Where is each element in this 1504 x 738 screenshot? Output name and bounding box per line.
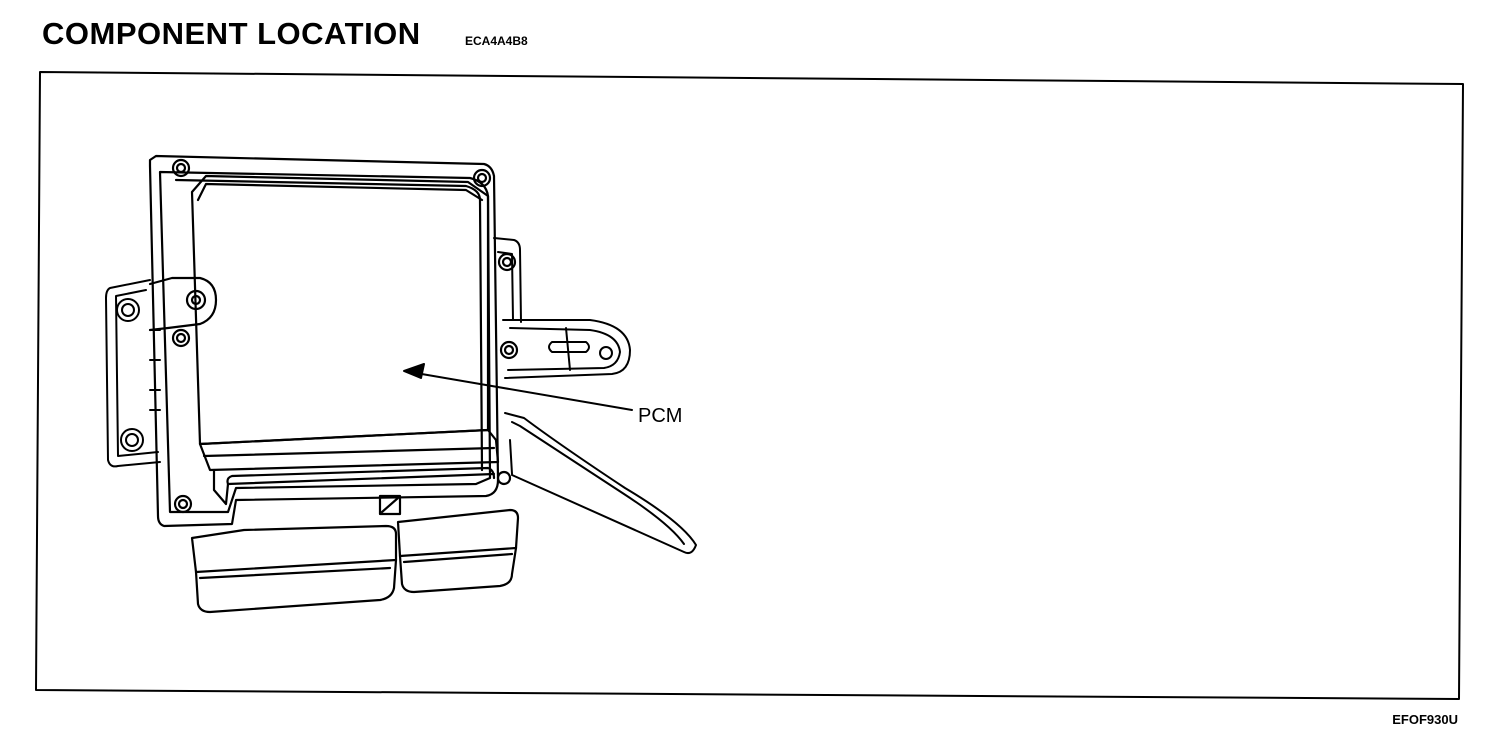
pcm-connectors [190, 508, 520, 614]
figure-code: EFOF930U [1392, 712, 1458, 727]
page-title: COMPONENT LOCATION [42, 16, 421, 51]
document-code: ECA4A4B8 [465, 34, 528, 48]
pcm-leader-arrow [403, 363, 633, 411]
left-mounting-flange [105, 279, 161, 468]
pcm-callout-label: PCM [638, 405, 683, 427]
lower-bracket-arm [504, 412, 697, 555]
pcm-housing [148, 154, 519, 528]
figure-border [35, 71, 1464, 700]
mounting-bracket [493, 237, 631, 379]
